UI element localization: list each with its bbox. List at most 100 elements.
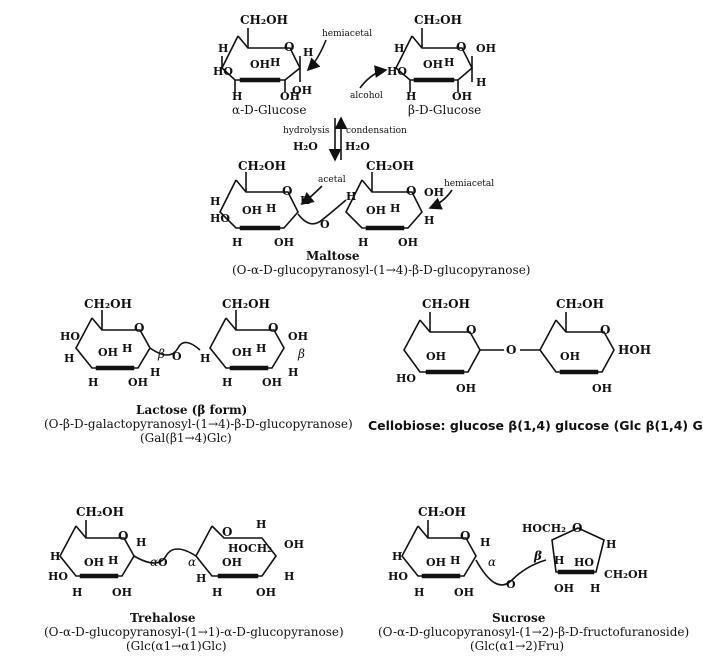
- condensation-label: condensation: [346, 126, 407, 136]
- oh-label: OH: [456, 382, 476, 395]
- h-label: H: [480, 536, 490, 549]
- ch2oh-label: CH₂OH: [76, 505, 124, 519]
- glycosidic-oxygen-label: O: [506, 343, 516, 357]
- ch2oh-label: CH₂OH: [418, 505, 466, 519]
- h-label: H: [406, 90, 416, 103]
- beta-anomer-label: β: [297, 347, 305, 361]
- ring-oxygen-label: O: [118, 529, 128, 543]
- lactose-name: Lactose (β form): [136, 403, 247, 417]
- ring-oxygen-label: O: [284, 40, 294, 54]
- cellobiose-caption: Cellobiose: glucose β(1,4) glucose (Glc …: [368, 418, 703, 433]
- h-label: H: [476, 76, 486, 89]
- oh-label: OH: [292, 84, 312, 97]
- trehalose-abbreviation: (Glc(α1→α1)Glc): [126, 639, 227, 653]
- h-label: H: [212, 586, 222, 599]
- h-label: H: [222, 376, 232, 389]
- h-label: H: [288, 366, 298, 379]
- oh-label: OH: [250, 58, 270, 71]
- sucrose-structure: CH₂OH O H HO OH H H H OH α O O HOCH₂ β H…: [378, 505, 689, 653]
- ch2oh-label: CH₂OH: [604, 568, 648, 581]
- glycosidic-oxygen-label: O: [506, 578, 516, 591]
- h-label: H: [256, 342, 266, 355]
- h-label: H: [424, 214, 434, 227]
- equilibrium-arrows: hydrolysis condensation H₂O H₂O: [283, 116, 407, 162]
- acetal-label: acetal: [318, 175, 346, 185]
- alpha-linkage-label: α: [150, 555, 158, 569]
- ring-oxygen-label: O: [466, 323, 476, 337]
- trehalose-name: Trehalose: [130, 611, 196, 625]
- alpha-linkage-label: α: [488, 555, 496, 569]
- ring-oxygen-label: O: [282, 184, 292, 198]
- oh-label: OH: [452, 90, 472, 103]
- ring-oxygen-label: O: [222, 525, 232, 539]
- h-label: H: [390, 202, 400, 215]
- ch2oh-label: CH₂OH: [556, 297, 604, 311]
- h-label: H: [218, 42, 228, 55]
- hoch2-label: HOCH₂: [522, 522, 566, 535]
- oh-label: OH: [98, 346, 118, 359]
- h-label: H: [122, 342, 132, 355]
- h-label: H: [150, 366, 160, 379]
- water-label: H₂O: [345, 140, 370, 153]
- oh-label: OH: [426, 350, 446, 363]
- ring-oxygen-label: O: [406, 184, 416, 198]
- h-label: H: [270, 56, 280, 69]
- oh-label: OH: [288, 330, 308, 343]
- maltose-structure: CH₂OH O H HO OH H H H OH O CH₂OH O H OH …: [210, 159, 530, 277]
- maltose-systematic-name: (O-α-D-glucopyranosyl-(1→4)-β-D-glucopyr…: [232, 263, 530, 277]
- hemiacetal-label: hemiacetal: [444, 179, 494, 189]
- oh-label: OH: [222, 556, 242, 569]
- sucrose-name: Sucrose: [492, 611, 546, 625]
- water-label: H₂O: [293, 140, 318, 153]
- alpha-glucose-structure: CH₂OH O H HO OH H H OH H OH α-D-Glucose …: [213, 13, 372, 117]
- oh-label: OH: [262, 376, 282, 389]
- h-label: H: [232, 236, 242, 249]
- hoch2-label: HOCH₂: [228, 542, 272, 555]
- oh-label: OH: [280, 90, 300, 103]
- h-label: H: [444, 56, 454, 69]
- oh-label: OH: [112, 586, 132, 599]
- ring-oxygen-label: O: [460, 529, 470, 543]
- sucrose-abbreviation: (Glc(α1→2)Fru): [470, 639, 564, 653]
- ring-oxygen-label: O: [268, 321, 278, 335]
- lactose-abbreviation: (Gal(β1→4)Glc): [140, 431, 232, 445]
- hoh-label: HOH: [618, 343, 651, 357]
- ho-label: HO: [210, 212, 230, 225]
- cellobiose-structure: CH₂OH O OH HO OH O CH₂OH O OH HOH OH Cel…: [368, 297, 703, 433]
- h-label: H: [303, 46, 313, 59]
- h-label: H: [284, 570, 294, 583]
- h-label: H: [346, 190, 356, 203]
- alpha-linkage-label: α: [188, 555, 196, 569]
- h-label: H: [210, 195, 220, 208]
- glycosidic-oxygen-label: O: [320, 218, 330, 231]
- oh-label: OH: [274, 236, 294, 249]
- lactose-systematic-name: (O-β-D-galactopyranosyl-(1→4)-β-D-glucop…: [44, 417, 353, 431]
- h-label: H: [358, 236, 368, 249]
- alcohol-label: alcohol: [350, 91, 383, 101]
- ho-label: HO: [48, 570, 68, 583]
- oh-label: OH: [554, 582, 574, 595]
- trehalose-structure: CH₂OH O H HO OH H H H OH α O O α HOCH₂ H…: [44, 505, 344, 653]
- ch2oh-label: CH₂OH: [240, 13, 288, 27]
- oh-label: OH: [423, 58, 443, 71]
- ring-oxygen-label: O: [600, 323, 610, 337]
- oh-label: OH: [242, 204, 262, 217]
- oh-label: OH: [476, 42, 496, 55]
- oh-label: OH: [454, 586, 474, 599]
- ch2oh-label: CH₂OH: [84, 297, 132, 311]
- ho-label: HO: [213, 65, 233, 78]
- oh-label: OH: [84, 556, 104, 569]
- h-label: H: [590, 582, 600, 595]
- ch2oh-label: CH₂OH: [366, 159, 414, 173]
- beta-glucose-label: β-D-Glucose: [408, 103, 481, 117]
- ch2oh-label: CH₂OH: [414, 13, 462, 27]
- oh-label: OH: [424, 186, 444, 199]
- ch2oh-label: CH₂OH: [238, 159, 286, 173]
- ho-label: HO: [388, 570, 408, 583]
- alpha-glucose-label: α-D-Glucose: [232, 103, 306, 117]
- sucrose-systematic-name: (O-α-D-glucopyranosyl-(1→2)-β-D-fructofu…: [378, 625, 689, 639]
- h-label: H: [88, 376, 98, 389]
- oh-label: OH: [592, 382, 612, 395]
- ho-label: HO: [396, 372, 416, 385]
